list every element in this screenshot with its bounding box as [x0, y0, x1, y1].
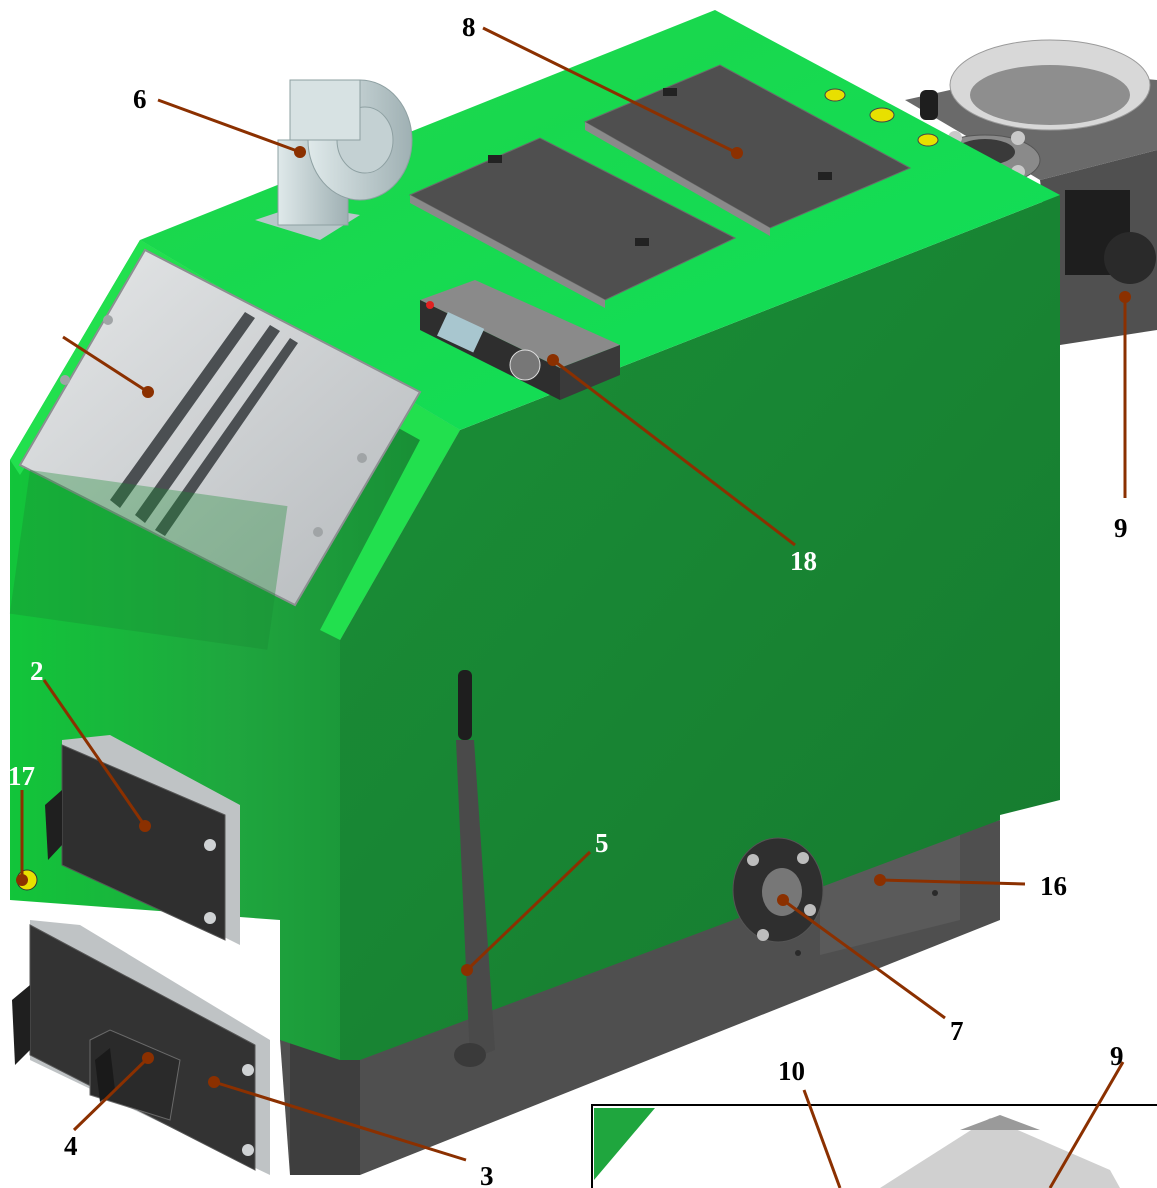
leader-dots [16, 146, 1131, 1088]
top-loading-door [9, 248, 422, 650]
callout-18: 18 [790, 546, 817, 576]
return-flange [732, 837, 824, 943]
controller-unit-icon [420, 280, 620, 400]
cleaning-cover-rear [583, 64, 912, 236]
callout-2: 2 [30, 656, 44, 686]
callout-5: 5 [595, 828, 609, 858]
callout-8: 8 [462, 12, 476, 42]
callout-1: 1 [44, 321, 58, 351]
callout-17: 17 [8, 761, 35, 791]
callout-7: 7 [950, 1016, 964, 1046]
inspection-hatch [89, 1029, 181, 1121]
grate-shaker-lever [454, 670, 495, 1067]
leader-lines [20, 26, 1127, 1188]
upper-combustion-door [45, 735, 240, 945]
top-indicator-buttons [824, 88, 939, 147]
callout-16: 16 [1040, 871, 1067, 901]
callout-9-rear: 9 [1114, 513, 1128, 543]
callout-9-inset: 9 [1110, 1041, 1124, 1071]
blower-fan-icon [255, 79, 413, 240]
inset-detail-box [591, 1104, 1157, 1188]
boiler-side-panel [340, 195, 1060, 1060]
callout-6: 6 [133, 84, 147, 114]
cleaning-cover-front [408, 137, 737, 308]
callout-3: 3 [480, 1161, 494, 1188]
callout-4: 4 [64, 1131, 78, 1161]
callout-10: 10 [778, 1056, 805, 1086]
